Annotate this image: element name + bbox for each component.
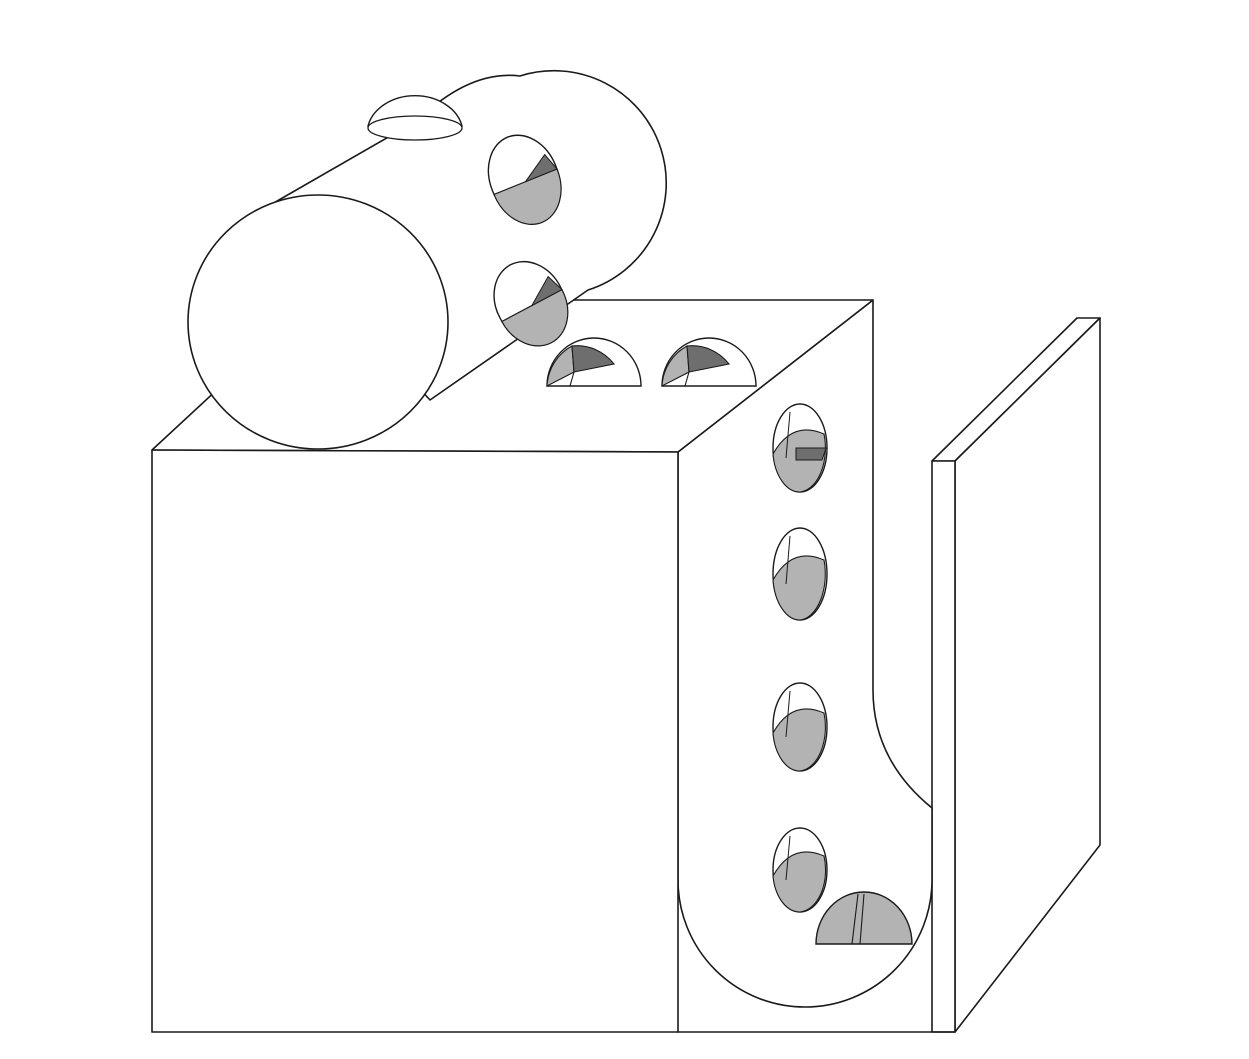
cylinder xyxy=(187,69,668,450)
bump-cylinder-side xyxy=(487,134,562,225)
bump-top-face xyxy=(546,337,642,387)
cylinder-end-cap xyxy=(187,194,449,450)
bump-top-face xyxy=(661,337,757,387)
bump-channel-side xyxy=(772,403,828,493)
block-right-face xyxy=(677,299,933,1008)
block-front-face xyxy=(151,449,679,1033)
wall-panel-front-face xyxy=(931,460,956,1033)
bump-channel-side xyxy=(772,527,828,621)
bump-dome-base xyxy=(367,115,463,141)
bump-channel-side xyxy=(772,682,828,772)
bump-channel-bottom xyxy=(815,891,913,945)
bump-channel-side xyxy=(772,827,828,913)
bump-cylinder-side xyxy=(493,260,569,347)
bump-group xyxy=(367,95,913,945)
wall-panel xyxy=(931,317,1101,1033)
